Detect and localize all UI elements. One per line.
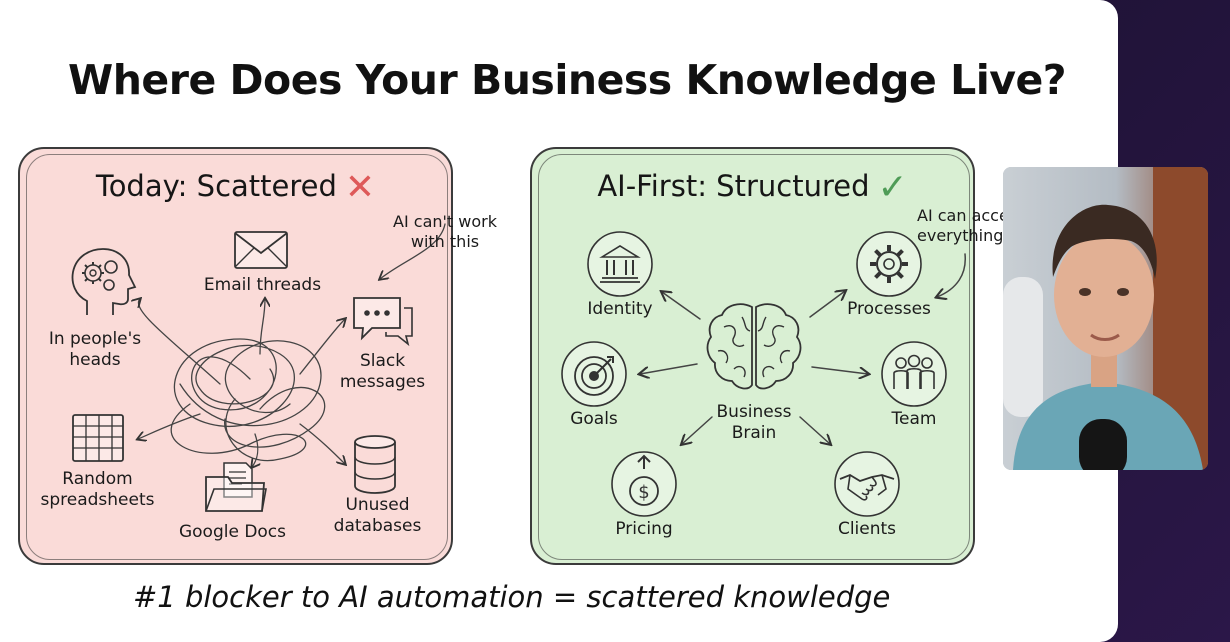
target-icon [559,339,629,409]
bank-icon [585,229,655,299]
structured-note: AI can acce everything [917,206,1012,246]
dollar-icon: $ [609,449,679,519]
presenter-video-frame [1003,167,1208,470]
source-label-databases: Unused databases [320,495,435,537]
database-icon [350,434,400,494]
scattered-note: AI can't work with this [390,212,500,252]
node-label-team: Team [854,409,974,430]
source-label-spreadsheets: Random spreadsheets [35,469,160,511]
source-label-email: Email threads [190,275,335,296]
node-label-processes: Processes [829,299,949,320]
gear-icon [854,229,924,299]
spreadsheet-icon [70,412,126,464]
node-label-pricing: Pricing [584,519,704,540]
head-gears-icon [65,245,137,319]
brain-icon [704,299,804,394]
node-label-goals: Goals [534,409,654,430]
scattered-panel: Today: Scattered✕ [18,147,453,565]
presenter-webcam [1003,167,1208,470]
slide: Where Does Your Business Knowledge Live?… [0,0,1118,642]
node-label-identity: Identity [560,299,680,320]
footer-caption: #1 blocker to AI automation = scattered … [133,580,890,614]
business-brain-label: Business Brain [704,402,804,444]
source-label-heads: In people's heads [35,329,155,371]
chat-bubbles-icon [350,294,416,346]
slide-title: Where Does Your Business Knowledge Live? [68,56,1066,104]
team-icon [879,339,949,409]
source-label-docs: Google Docs [170,522,295,543]
svg-text:$: $ [638,482,649,503]
handshake-icon [832,449,902,519]
folder-docs-icon [202,457,268,515]
node-label-clients: Clients [807,519,927,540]
envelope-icon [232,229,290,271]
structured-panel: AI-First: Structured✓ AI can acce everyt… [530,147,975,565]
source-label-slack: Slack messages [325,351,440,393]
